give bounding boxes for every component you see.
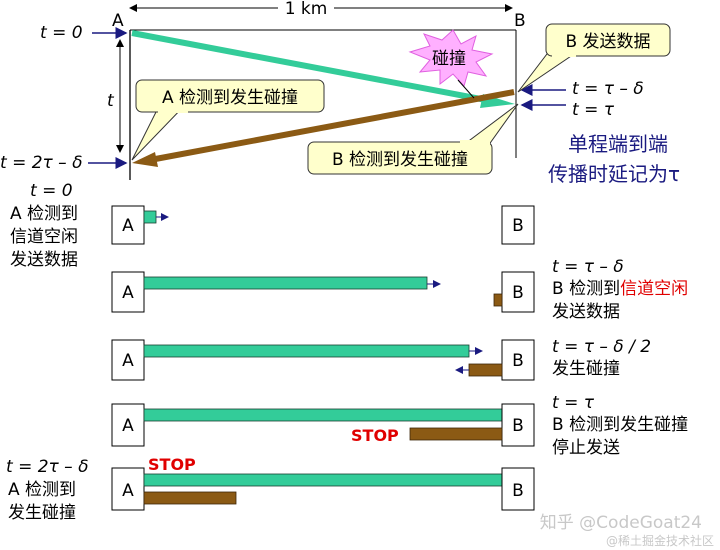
stage-4-station-b-label: B bbox=[512, 416, 524, 436]
callout-a-detect-text: A 检测到发生碰撞 bbox=[162, 88, 298, 108]
stage-1-station-a bbox=[111, 205, 145, 245]
stage-4-signal-a bbox=[143, 408, 503, 422]
stage-2-right-line-1: t = τ – δ bbox=[552, 257, 624, 277]
stage-5-stop-label: STOP bbox=[148, 455, 196, 474]
stage-3-signal-b bbox=[468, 363, 503, 377]
stage-5: t = 2τ – δ A 检测到 发生碰撞 A STOP B bbox=[6, 455, 535, 523]
collision-burst bbox=[408, 29, 494, 87]
stage-2-station-b bbox=[501, 271, 535, 313]
stage-2-right-highlight: 信道空闲 bbox=[620, 279, 688, 299]
stage-2-station-b-label: B bbox=[512, 283, 524, 303]
stage-3-station-b bbox=[501, 339, 535, 381]
time-label-tau-minus-delta: t = τ – δ bbox=[572, 79, 644, 99]
stage-2-signal-b bbox=[493, 293, 503, 307]
stage-4-station-b bbox=[501, 403, 535, 447]
time-label-t0: t = 0 bbox=[40, 23, 83, 43]
collision-label: 碰撞 bbox=[432, 49, 466, 69]
signal-b-arrow bbox=[149, 89, 515, 163]
stage-2-signal-a bbox=[143, 276, 428, 290]
stage-5-station-b-label: B bbox=[512, 481, 524, 501]
stage-1-left-line-3: 信道空闲 bbox=[10, 227, 78, 247]
stage-2-station-a-label: A bbox=[122, 283, 134, 303]
stage-4-right-line-1: t = τ bbox=[552, 393, 595, 413]
stage-1-left-line-2: A 检测到 bbox=[10, 204, 78, 224]
stage-5-station-a-label: A bbox=[122, 481, 134, 501]
station-b-label: B bbox=[514, 11, 526, 31]
stage-3-right-line-2: 发生碰撞 bbox=[552, 359, 620, 379]
stage-1-station-b-label: B bbox=[512, 216, 524, 236]
stage-3-right-line-1: t = τ – δ / 2 bbox=[552, 337, 651, 357]
callout-b-detect: B 检测到发生碰撞 bbox=[307, 103, 519, 175]
stage-1-signal-a bbox=[143, 210, 157, 224]
watermark-line-1: 知乎 @CodeGoat24 bbox=[540, 513, 702, 533]
station-a-label: A bbox=[112, 11, 124, 31]
time-label-2tau-minus-delta: t = 2τ – δ bbox=[0, 153, 82, 173]
stage-1-station-b bbox=[501, 205, 535, 245]
stage-5-left-line-2: A 检测到 bbox=[8, 480, 76, 500]
note-line-2: 传播时延记为τ bbox=[548, 162, 680, 186]
stage-1-station-a-label: A bbox=[122, 216, 134, 236]
signal-a-arrow bbox=[131, 30, 487, 103]
stage-3-station-a-label: A bbox=[122, 351, 134, 371]
stage-1-left-line-4: 发送数据 bbox=[10, 250, 78, 270]
stage-4-station-a-label: A bbox=[122, 416, 134, 436]
stage-4: A B STOP t = τ B 检测到发生碰撞 停止发送 bbox=[111, 393, 688, 458]
collision-pointer bbox=[457, 79, 475, 99]
stage-2-station-a bbox=[111, 271, 145, 313]
stage-2-right-line-3: 发送数据 bbox=[552, 302, 620, 322]
distance-label: 1 km bbox=[285, 0, 328, 19]
stage-5-left-line-1: t = 2τ – δ bbox=[6, 457, 88, 477]
time-label-tau: t = τ bbox=[572, 100, 615, 120]
watermark-line-2: @稀土掘金技术社区 bbox=[606, 533, 714, 548]
stage-4-stop-label: STOP bbox=[351, 426, 399, 445]
stage-3: A B t = τ – δ / 2 发生碰撞 bbox=[111, 337, 651, 381]
stage-4-signal-b bbox=[409, 427, 503, 441]
callout-a-detect: A 检测到发生碰撞 bbox=[131, 79, 325, 161]
t-axis-label: t bbox=[107, 91, 115, 111]
stage-2-right-line-2: B 检测到信道空闲 bbox=[552, 279, 688, 299]
stage-2: A B t = τ – δ B 检测到信道空闲 发送数据 bbox=[111, 257, 688, 322]
top-timeline-diagram: 1 km A B t t = 0 t = 2τ – δ t = τ – δ t … bbox=[0, 0, 680, 186]
stage-5-left-line-3: 发生碰撞 bbox=[8, 503, 76, 523]
stage-1: t = 0 A 检测到 信道空闲 发送数据 A B bbox=[10, 181, 535, 270]
stage-4-station-a bbox=[111, 403, 145, 447]
callout-b-send: B 发送数据 bbox=[517, 23, 671, 93]
stage-4-right-line-2: B 检测到发生碰撞 bbox=[552, 415, 688, 435]
callout-b-detect-text: B 检测到发生碰撞 bbox=[332, 150, 468, 170]
stage-1-left-line-1: t = 0 bbox=[30, 181, 73, 201]
stage-3-station-b-label: B bbox=[512, 351, 524, 371]
stage-3-station-a bbox=[111, 339, 145, 381]
stage-5-station-a bbox=[111, 467, 145, 511]
distance-label-bg bbox=[278, 0, 334, 16]
note-line-1: 单程端到端 bbox=[568, 132, 668, 156]
stage-4-right-line-3: 停止发送 bbox=[552, 438, 620, 458]
stage-5-signal-a bbox=[143, 473, 503, 487]
callout-b-send-text: B 发送数据 bbox=[565, 32, 650, 52]
signal-b-arrowhead bbox=[132, 152, 158, 167]
stage-5-signal-b bbox=[143, 491, 237, 505]
stage-5-station-b bbox=[501, 467, 535, 511]
stage-3-signal-a bbox=[143, 344, 470, 358]
